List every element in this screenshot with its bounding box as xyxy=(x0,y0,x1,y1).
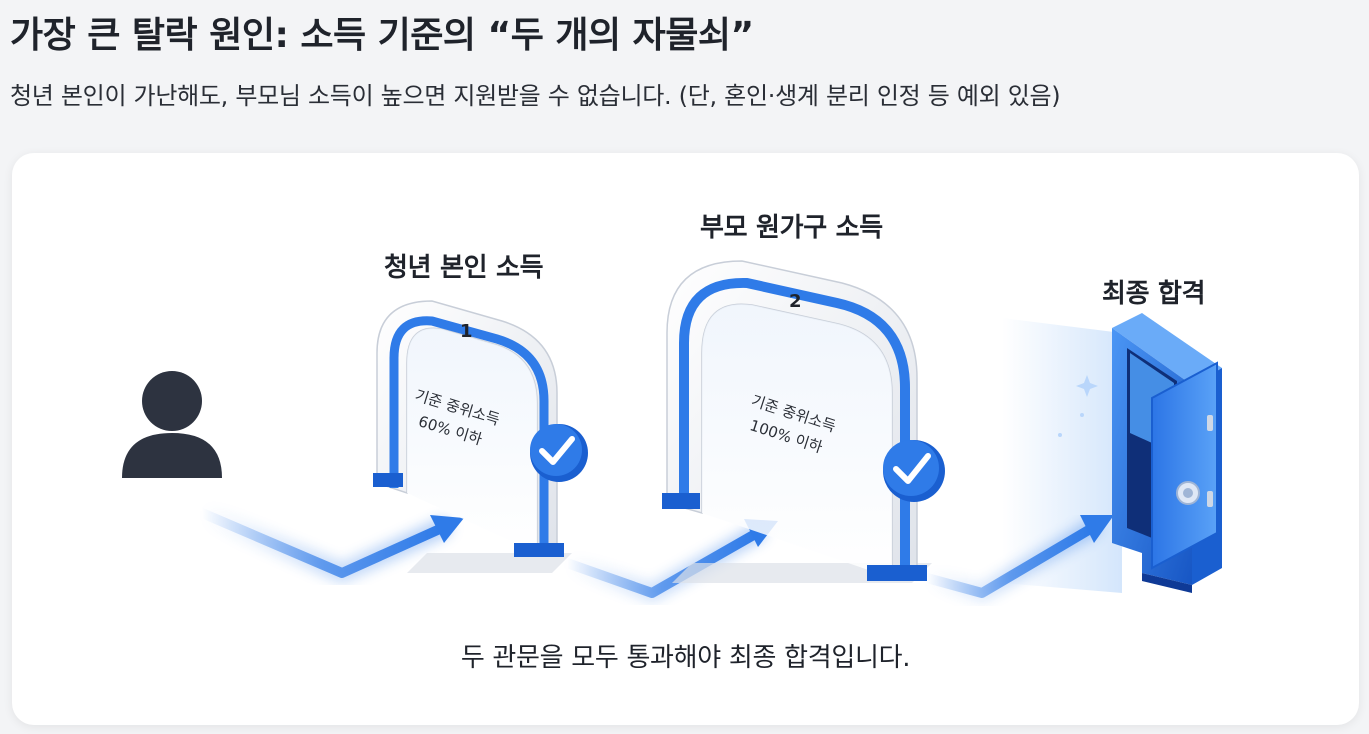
gate-1-check-icon xyxy=(530,424,588,482)
flow-diagram xyxy=(122,260,1222,602)
gate-2-arch xyxy=(662,260,932,583)
gate-2-check-icon xyxy=(883,440,945,502)
page-subtitle: 청년 본인이 가난해도, 부모님 소득이 높으면 지원받을 수 없습니다. (단… xyxy=(10,82,1061,110)
page-title: 가장 큰 탈락 원인: 소득 기준의 “두 개의 자물쇠” xyxy=(10,15,754,56)
gate-2-label: 부모 원가구 소득 xyxy=(700,213,883,243)
gate-1-arch xyxy=(373,300,572,573)
footer-note: 두 관문을 모두 통과해야 최종 합격입니다. xyxy=(460,643,911,673)
gate-1-number: 1 xyxy=(460,321,473,342)
final-label: 최종 합격 xyxy=(1102,279,1206,309)
flow-arrow-3 xyxy=(918,515,1114,602)
gate-1-label: 청년 본인 소득 xyxy=(384,253,544,283)
diagram-card: 청년 본인 소득 1 기준 중위소득 60% 이하 부모 원가구 소득 2 기준… xyxy=(12,153,1359,725)
flow-arrow-1 xyxy=(192,503,464,583)
sparkle-icon xyxy=(1058,375,1098,437)
person-icon xyxy=(122,371,222,478)
gate-2-number: 2 xyxy=(789,291,802,312)
open-safe-icon xyxy=(1112,313,1222,593)
